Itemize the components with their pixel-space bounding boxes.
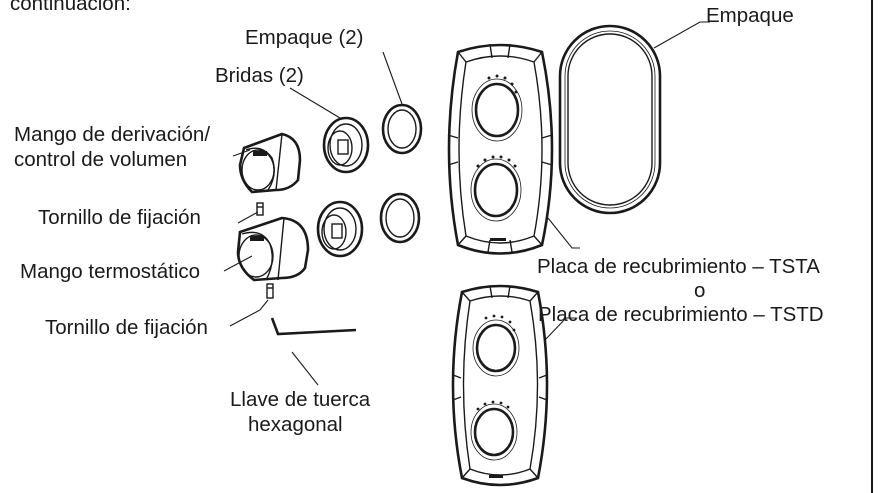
- leader-placa-tsta: [547, 217, 580, 249]
- flange-lower: [316, 200, 364, 258]
- label-mango-derivacion-2: control de volumen: [14, 148, 187, 171]
- hex-key: [270, 317, 357, 336]
- small-gasket-upper: [381, 103, 423, 155]
- oval-gasket: [558, 24, 662, 215]
- label-bridas-2: Bridas (2): [215, 64, 304, 87]
- thermostatic-handle: [236, 216, 310, 282]
- leader-empaque: [653, 21, 710, 49]
- leader-placa-tstd: [544, 317, 576, 341]
- label-llave-2: hexagonal: [248, 413, 343, 436]
- label-mango-termostatico: Mango termostático: [20, 260, 200, 283]
- leader-llave: [291, 351, 319, 386]
- label-tornillo-top: Tornillo de fijación: [38, 206, 201, 229]
- leader-bridas-2: [289, 87, 341, 119]
- leader-mango-termostatico: [223, 255, 253, 272]
- label-mango-derivacion-1: Mango de derivación/: [14, 123, 210, 146]
- label-empaque: Empaque: [706, 4, 794, 27]
- cover-plate-tstd: [451, 284, 549, 487]
- label-placa-tsta: Placa de recubrimiento – TSTA: [537, 255, 820, 278]
- diverter-handle: [238, 132, 302, 194]
- leader-tornillo-top: [237, 211, 259, 224]
- label-placa-tstd: Placa de recubrimiento – TSTD: [538, 303, 824, 326]
- label-llave-1: Llave de tuerca: [230, 388, 371, 411]
- label-conjuncion: o: [694, 279, 705, 302]
- set-screw-upper: [256, 202, 264, 216]
- leader-tornillo-bottom: [229, 299, 269, 327]
- cover-plate-tsta: [447, 43, 554, 255]
- small-gasket-lower: [379, 192, 421, 244]
- leader-mango-derivacion: [232, 149, 251, 157]
- flange-upper: [322, 116, 370, 174]
- label-tornillo-bottom: Tornillo de fijación: [45, 316, 208, 339]
- leader-empaque-2: [382, 51, 403, 105]
- set-screw-lower: [266, 283, 274, 299]
- label-empaque-2: Empaque (2): [245, 26, 364, 49]
- header-text: continuación:: [10, 0, 131, 15]
